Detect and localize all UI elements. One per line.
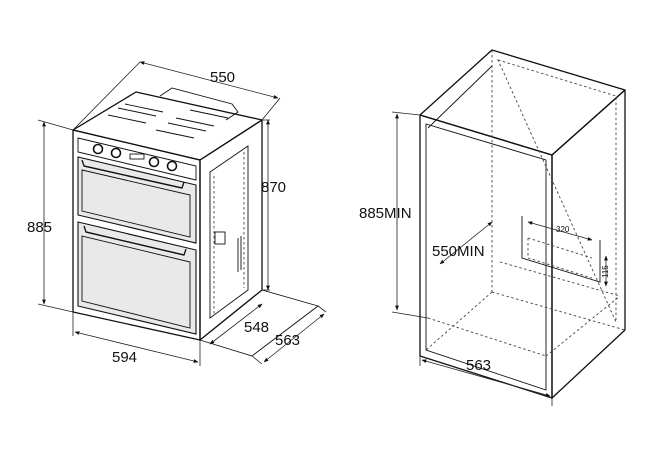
cabinet-dimensions: 885MIN 550MIN 563 320 115 [359, 111, 610, 406]
cutout-width-label: 320 [556, 225, 570, 234]
lower-door-window [81, 235, 191, 329]
cabinet-top [419, 49, 626, 156]
cabinet-back-cutout [521, 216, 601, 283]
oven-front-width-label: 594 [112, 349, 137, 366]
cabinet-drawing [419, 49, 626, 399]
timer-display [129, 153, 145, 160]
cabinet-depth-label: 550MIN [432, 243, 485, 260]
oven-total-depth-label: 563 [275, 332, 300, 349]
cabinet-side [551, 89, 626, 399]
upper-oven-door [77, 156, 197, 244]
control-knob-1 [92, 143, 104, 155]
oven-depth-label: 548 [244, 319, 269, 336]
oven-dimensions: 550 870 885 594 548 563 [27, 61, 327, 366]
oven-top-vents [107, 87, 239, 139]
cabinet-height-label: 885MIN [359, 205, 412, 222]
control-knob-4 [166, 160, 178, 172]
upper-door-window [81, 169, 191, 238]
oven-height-label: 870 [261, 179, 286, 196]
cabinet-width-label: 563 [466, 357, 491, 374]
control-knob-2 [110, 147, 122, 159]
oven-side-bracket [214, 231, 226, 245]
control-knob-3 [148, 156, 160, 168]
oven-drawing [72, 87, 319, 357]
cutout-height-label: 115 [601, 265, 610, 278]
oven-side [199, 119, 263, 341]
oven-side-panel [209, 145, 249, 319]
oven-front-height-label: 885 [27, 219, 52, 236]
oven-width-label: 550 [210, 69, 235, 86]
control-panel [77, 137, 197, 181]
